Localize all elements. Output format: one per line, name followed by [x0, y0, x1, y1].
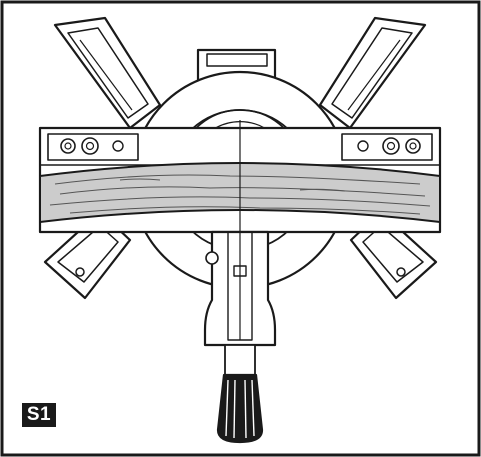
- right-lower-arm-inner: [362, 225, 424, 283]
- right-knob-2-inner: [386, 141, 396, 151]
- right-knob-inner: [409, 142, 417, 150]
- right-knob-3: [357, 140, 369, 152]
- handle-base: [224, 344, 256, 376]
- miter-arm-lock: [233, 265, 247, 277]
- left-upper-arm-inner: [67, 27, 149, 119]
- fence-right-plate: [341, 133, 433, 161]
- handle-knob-icon: [216, 373, 264, 444]
- right-upper-arm-slot: [347, 39, 401, 111]
- left-knob-inner: [64, 142, 72, 150]
- miter-detent: [205, 251, 219, 265]
- miter-arm-slot: [227, 231, 253, 341]
- right-upper-arm-inner: [331, 27, 413, 119]
- left-knob-2-outer: [81, 137, 99, 155]
- miter-saw-icon: [38, 16, 442, 444]
- left-knob-outer: [60, 138, 76, 154]
- left-lower-bolt: [75, 267, 85, 277]
- left-knob-2-inner: [85, 141, 95, 151]
- right-upper-arm: [318, 16, 427, 130]
- right-knob-outer: [405, 138, 421, 154]
- right-knob-2-outer: [382, 137, 400, 155]
- left-knob-3: [112, 140, 124, 152]
- right-lower-bolt: [396, 267, 406, 277]
- left-upper-arm-slot: [79, 39, 133, 111]
- left-lower-arm-inner: [57, 225, 119, 283]
- wood-grain: [49, 174, 431, 215]
- rear-housing-inner: [206, 53, 268, 67]
- left-upper-arm: [53, 16, 162, 130]
- step-label-badge: S1: [22, 403, 56, 427]
